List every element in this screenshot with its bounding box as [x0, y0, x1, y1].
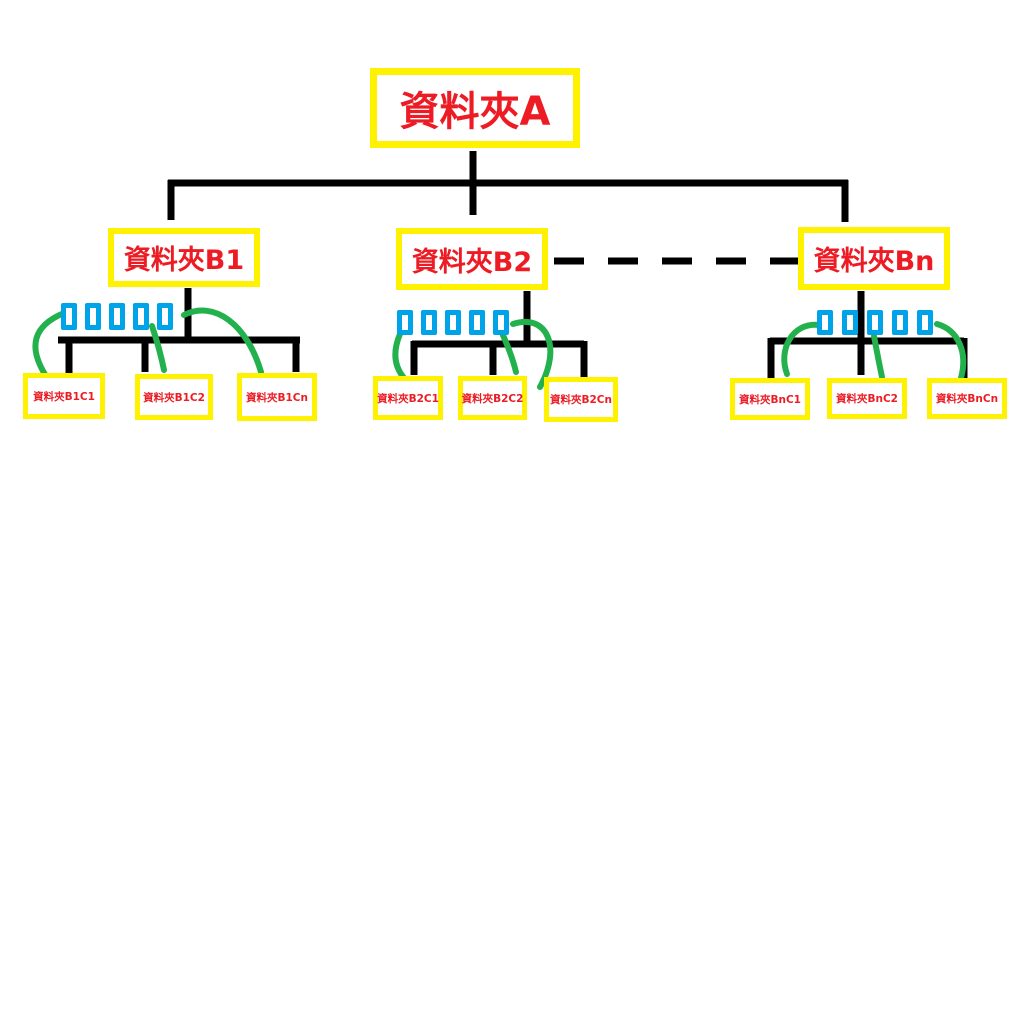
- child-folder-node-b1c1: 資料夾B1C1: [23, 373, 105, 419]
- file-placeholder-icon: [397, 310, 413, 335]
- b2-green-curve-to-c1: [392, 331, 407, 381]
- child-folder-node-bnc1: 資料夾BnC1: [730, 378, 810, 420]
- file-placeholder-icon: [61, 303, 77, 330]
- child-folder-node-bnc2: 資料夾BnC2: [827, 378, 907, 419]
- file-placeholder-icon: [817, 310, 833, 335]
- file-placeholder-icon: [867, 310, 883, 335]
- bn-green-curve-to-c2: [871, 333, 885, 380]
- file-placeholder-icon: [157, 303, 173, 330]
- b2-green-curve-to-c2: [499, 330, 519, 375]
- child-folder-node-b1cn: 資料夾B1Cn: [237, 373, 317, 421]
- bn-file-placeholder-row: [817, 310, 933, 335]
- file-placeholder-icon: [445, 310, 461, 335]
- branch-folder-node-b1: 資料夾B1: [108, 228, 260, 287]
- file-placeholder-icon: [493, 310, 509, 335]
- file-placeholder-icon: [892, 310, 908, 335]
- b1-file-placeholder-row: [61, 303, 173, 330]
- child-folder-node-bncn: 資料夾BnCn: [927, 378, 1007, 419]
- branch-folder-node-bn: 資料夾Bn: [798, 227, 950, 290]
- child-folder-node-b1c2: 資料夾B1C2: [135, 374, 213, 420]
- file-placeholder-icon: [109, 303, 125, 330]
- file-placeholder-icon: [133, 303, 149, 330]
- bn-green-curve-to-cn: [934, 321, 967, 381]
- child-folder-node-b2c1: 資料夾B2C1: [373, 376, 443, 420]
- file-placeholder-icon: [85, 303, 101, 330]
- branch-folder-node-b2: 資料夾B2: [396, 228, 548, 290]
- b1-green-curve-to-c1: [32, 310, 67, 379]
- file-placeholder-icon: [842, 310, 858, 335]
- root-folder-node: 資料夾A: [370, 68, 580, 148]
- file-placeholder-icon: [917, 310, 933, 335]
- file-placeholder-icon: [469, 310, 485, 335]
- child-folder-node-b2c2: 資料夾B2C2: [458, 376, 527, 420]
- b2-file-placeholder-row: [397, 310, 509, 335]
- b1-green-curve-to-c2: [149, 323, 167, 373]
- b1-green-curve-to-cn: [181, 307, 264, 375]
- b2-green-curve-to-cn: [510, 319, 554, 390]
- bn-green-curve-to-c1: [781, 321, 822, 377]
- file-placeholder-icon: [421, 310, 437, 335]
- child-folder-node-b2cn: 資料夾B2Cn: [544, 377, 618, 422]
